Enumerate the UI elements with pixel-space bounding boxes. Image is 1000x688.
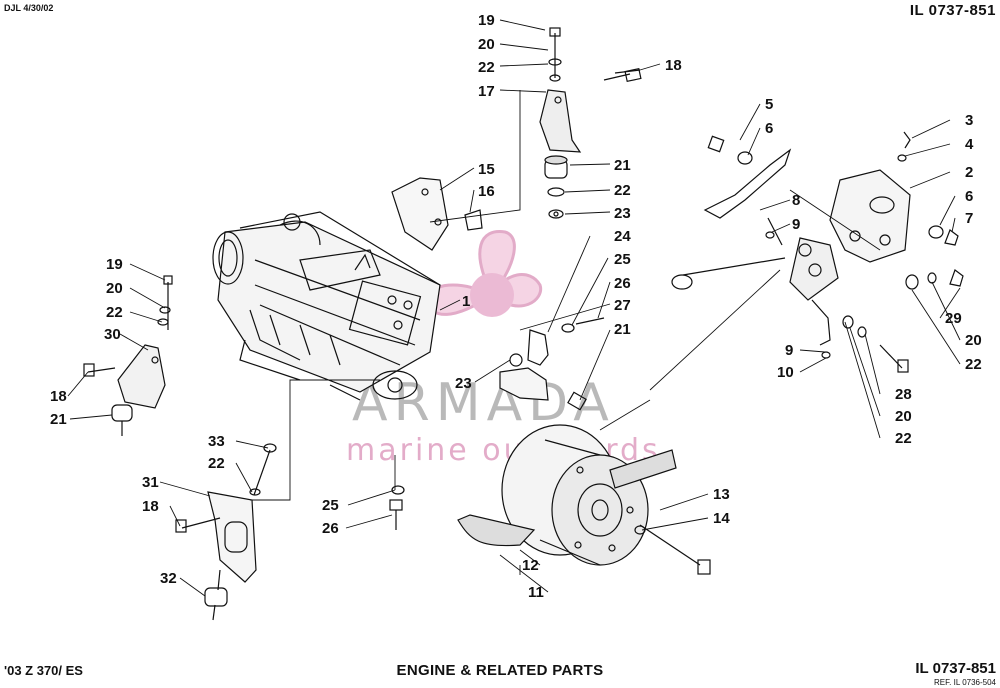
reference-code: REF. IL 0736-504 [934,678,996,687]
callout-28: 28 [895,386,912,403]
callout-20: 20 [478,36,495,53]
callout-20: 20 [106,280,123,297]
callout-4: 4 [965,136,974,153]
callout-24: 24 [614,228,631,245]
callout-32: 32 [160,570,177,587]
callout-25: 25 [322,497,339,514]
leader-lines [67,19,961,597]
callout-labels: 19 20 22 17 18 21 22 23 24 25 26 27 21 1… [50,12,982,601]
armada-logo [426,230,543,317]
engine-mount-left [83,275,173,436]
engine-block [212,211,441,401]
illustration-code-top: IL 0737-851 [909,2,996,19]
callout-10: 10 [777,364,794,381]
callout-20: 20 [965,332,982,349]
bracket-24 [499,317,605,411]
watermark-brand: ARMADA [352,373,615,433]
callout-7: 7 [965,210,973,227]
mount-bracket-31 [175,443,277,621]
callout-13: 13 [713,486,730,503]
draft-date: DJL 4/30/02 [4,3,54,13]
callout-6: 6 [765,120,773,137]
callout-6: 6 [965,188,973,205]
callout-5: 5 [765,96,773,113]
callout-16: 16 [478,183,495,200]
callout-11: 11 [528,584,544,601]
callout-18: 18 [50,388,67,405]
callout-17: 17 [478,83,495,100]
engine-bracket-right [671,131,964,373]
callout-22: 22 [965,356,982,373]
callout-18: 18 [142,498,159,515]
diagram-title: ENGINE & RELATED PARTS [396,662,604,679]
callout-31: 31 [142,474,159,491]
callout-29: 29 [945,310,962,327]
callout-22: 22 [208,455,225,472]
callout-20: 20 [895,408,912,425]
callout-27: 27 [614,297,631,314]
callout-1: 1 [462,293,470,310]
callout-30: 30 [104,326,121,343]
callout-21: 21 [614,321,631,338]
callout-26: 26 [322,520,339,537]
callout-21: 21 [50,411,67,428]
illustration-code-bottom: IL 0737-851 [915,660,996,677]
callout-15: 15 [478,161,495,178]
callout-9: 9 [792,216,800,233]
callout-9: 9 [785,342,793,359]
callout-3: 3 [965,112,973,129]
callout-19: 19 [106,256,123,273]
callout-19: 19 [478,12,495,29]
callout-12: 12 [522,557,539,574]
engine-mount-bracket-top [539,27,642,219]
callout-2: 2 [965,164,973,181]
callout-8: 8 [792,192,800,209]
callout-22: 22 [106,304,123,321]
callout-21: 21 [614,157,631,174]
callout-14: 14 [713,510,730,527]
callout-33: 33 [208,433,225,450]
callout-23: 23 [614,205,631,222]
mount-bracket-15 [391,177,483,251]
model-label: '03 Z 370/ ES [4,663,83,678]
callout-22: 22 [614,182,631,199]
callout-25: 25 [614,251,631,268]
bolt-26 [389,485,405,530]
callout-23: 23 [455,375,472,392]
callout-22: 22 [478,59,495,76]
callout-26: 26 [614,275,631,292]
callout-22: 22 [895,430,912,447]
callout-18: 18 [665,57,682,74]
drive-clutch [457,424,711,575]
